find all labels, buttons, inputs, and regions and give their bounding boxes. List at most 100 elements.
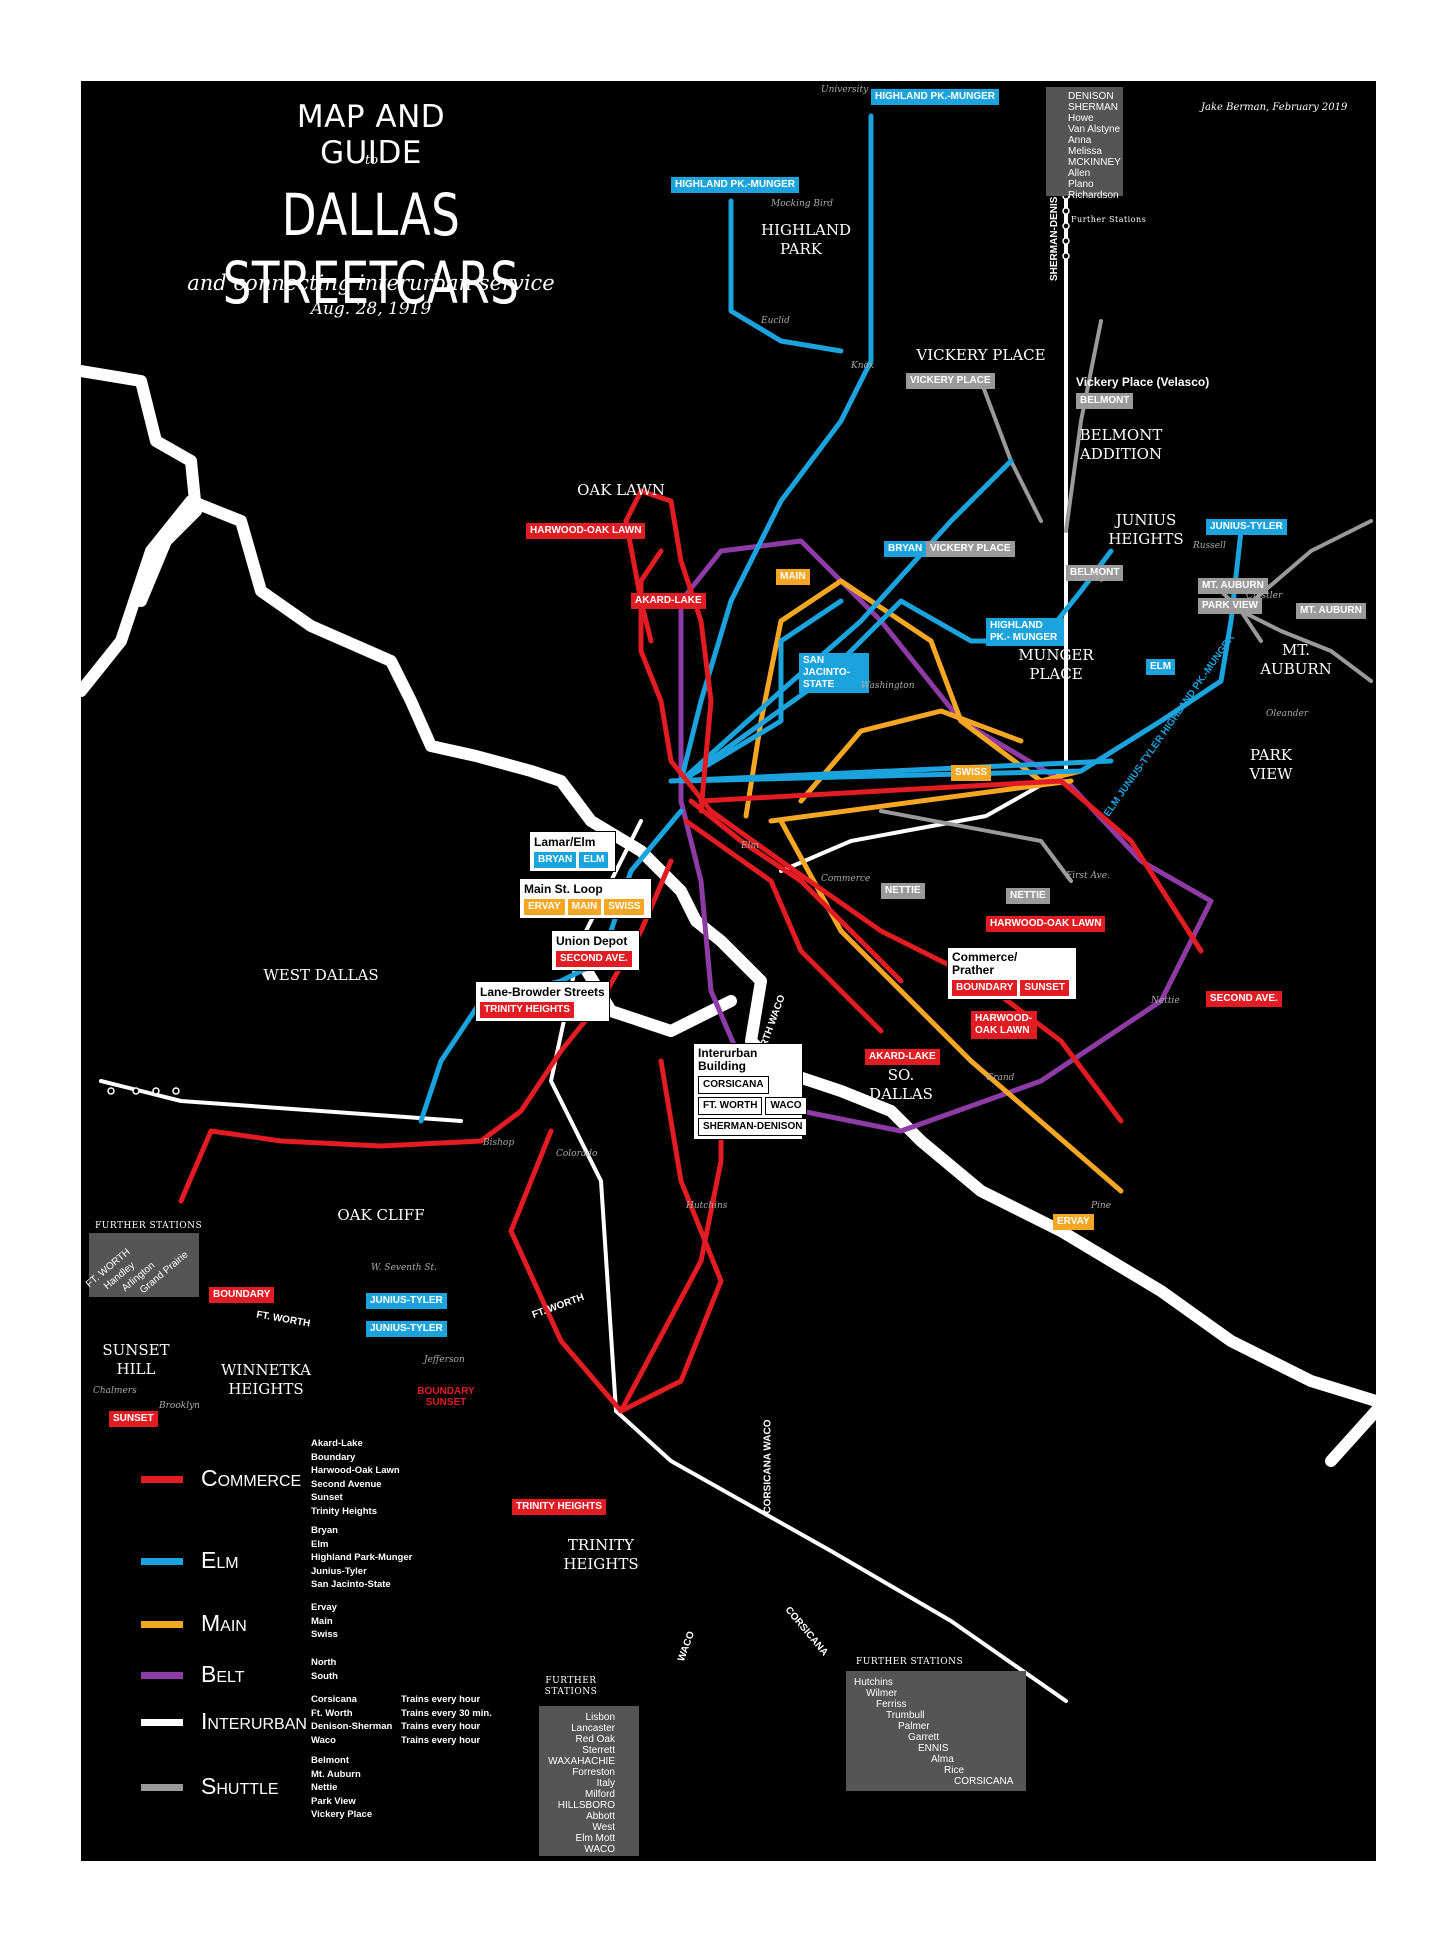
station-waco: WACO: [584, 1844, 615, 1855]
callout-lamar-elm-tag-elm: ELM: [579, 852, 609, 868]
station-wilmer: Wilmer: [866, 1688, 898, 1699]
callout-lamar-elm-tag-bryan: BRYAN: [534, 852, 577, 868]
area-west-dallas: WEST DALLAS: [263, 966, 379, 984]
legend-line: Harwood-Oak Lawn: [311, 1465, 400, 1476]
tag-boundary: BOUNDARY: [209, 1287, 275, 1303]
station-elm-mott: Elm Mott: [575, 1833, 615, 1844]
tag-vickery-place-2: VICKERY PLACE: [926, 541, 1015, 557]
map-date: Aug. 28, 1919: [310, 299, 432, 319]
tag-ervay: ERVAY: [1053, 1214, 1094, 1230]
legend-shuttle-swatch: [141, 1784, 183, 1791]
tag-mt-auburn: MT. AUBURN: [1198, 578, 1268, 594]
station-van-alstyne: Van Alstyne: [1068, 124, 1121, 135]
station-anna: Anna: [1068, 135, 1092, 146]
area-so-dallas: SO. DALLAS: [869, 1066, 933, 1103]
callout-union-depot-tag-second-ave: SECOND AVE.: [556, 951, 632, 967]
station-denison: DENISON: [1068, 91, 1114, 102]
map-title: DALLAS STREETCARS: [222, 181, 520, 317]
area-vickery-place: VICKERY PLACE: [916, 346, 1046, 364]
callout-interurban-building-tag-sherman-denison: SHERMAN-DENISON: [698, 1118, 808, 1136]
legend-shuttle-name: Shuttle: [201, 1773, 279, 1799]
tag-nettie: NETTIE: [881, 883, 925, 899]
callout-main-st-loop-tag-swiss: SWISS: [604, 899, 645, 915]
station-hillsboro: HILLSBORO: [557, 1800, 615, 1811]
street-mocking-bird: Mocking Bird: [771, 199, 833, 209]
street-russell: Russell: [1193, 541, 1226, 551]
tag-swiss: SWISS: [951, 765, 992, 781]
station-red-oak: Red Oak: [575, 1734, 615, 1745]
legend-line: Main: [311, 1615, 333, 1627]
callout-main-st-loop-title: Main St. Loop: [524, 882, 603, 896]
legend-commerce-lines: Akard-Lake Boundary Harwood-Oak Lawn Sec…: [311, 1437, 400, 1518]
north-further-label: Further Stations: [1071, 215, 1147, 224]
tag-highland-pk-munger-north: HIGHLAND PK.-MUNGER: [871, 89, 999, 105]
callout-lamar-elm-title: Lamar/Elm: [534, 835, 596, 849]
station-corsicana: CORSICANA: [954, 1776, 1014, 1787]
west-further-label: FURTHER STATIONS: [95, 1221, 203, 1231]
tag-belmont-2: BELMONT: [1066, 565, 1124, 581]
legend-line: Ft. Worth: [311, 1707, 353, 1719]
legend-freq: Trains every 30 min.: [401, 1707, 492, 1719]
tag-vickery-place: VICKERY PLACE: [906, 373, 995, 389]
area-munger-place: MUNGER PLACE: [1018, 646, 1094, 683]
callout-lane-browder-title: Lane-Browder Streets: [480, 985, 605, 999]
street-jefferson: Jefferson: [424, 1355, 465, 1365]
legend-interurban-lines: Corsicana Ft. Worth Denison-Sherman Waco: [311, 1693, 392, 1747]
legend-freq: Trains every hour: [401, 1694, 481, 1705]
north-stations-list: DENISON SHERMAN Howe Van Alstyne Anna Me…: [1046, 91, 1123, 201]
legend-line: Corsicana: [311, 1694, 357, 1705]
street-first-ave: First Ave.: [1066, 871, 1110, 881]
station-lisbon: Lisbon: [585, 1712, 615, 1723]
tag-junius-tyler-3: JUNIUS-TYLER: [366, 1321, 447, 1337]
legend-line: Park View: [311, 1795, 356, 1807]
street-chalmers: Chalmers: [93, 1386, 137, 1396]
area-oak-lawn: OAK LAWN: [577, 481, 665, 499]
station-allen: Allen: [1068, 168, 1091, 179]
station-hutchins: Hutchins: [854, 1677, 893, 1688]
legend-line: Swiss: [311, 1629, 338, 1640]
area-mt-auburn: MT. AUBURN: [1260, 641, 1332, 678]
legend-interurban-name: Interurban: [201, 1708, 307, 1734]
station-plano: Plano: [1068, 179, 1094, 190]
legend-line: San Jacinto-State: [311, 1579, 391, 1590]
tag-elm: ELM: [1146, 659, 1176, 675]
tag-junius-tyler-2: JUNIUS-TYLER: [366, 1293, 447, 1309]
legend-line: Elm: [311, 1538, 329, 1550]
street-grand: Grand: [986, 1073, 1015, 1083]
callout-main-st-loop-tag-ervay: ERVAY: [524, 899, 565, 915]
commerce-lines: [178, 488, 1204, 1414]
callout-commerce-prather-tag-boundary: BOUNDARY: [952, 980, 1018, 996]
legend-line: Boundary: [311, 1451, 356, 1463]
tag-akard-lake: AKARD-LAKE: [631, 593, 706, 609]
legend-line: Nettie: [311, 1782, 338, 1793]
legend-line: Akard-Lake: [311, 1438, 363, 1449]
tag-main: MAIN: [776, 569, 810, 585]
area-trinity-heights: TRINITY HEIGHTS: [563, 1536, 639, 1573]
area-oak-cliff: OAK CLIFF: [337, 1206, 425, 1224]
station-lancaster: Lancaster: [571, 1723, 615, 1734]
station-abbott: Abbott: [586, 1811, 615, 1822]
tag-junius-tyler: JUNIUS-TYLER: [1206, 519, 1287, 535]
station-sherman: SHERMAN: [1068, 102, 1119, 113]
station-rice: Rice: [944, 1765, 965, 1776]
legend-belt-lines: North South: [311, 1656, 338, 1683]
station-waxahachie: WAXAHACHIE: [548, 1756, 615, 1767]
street-brooklyn: Brooklyn: [159, 1401, 200, 1411]
station-ferriss: Ferriss: [876, 1699, 907, 1710]
callout-interurban-building-title: Interurban Building: [698, 1046, 758, 1073]
legend-line: Sunset: [311, 1492, 343, 1503]
legend-freq: Trains every hour: [401, 1721, 481, 1732]
route-boundary-sunset: BOUNDARY SUNSET: [417, 1386, 475, 1408]
legend-line: North: [311, 1657, 337, 1668]
legend-line: Ervay: [311, 1602, 337, 1613]
tag-bryan: BRYAN: [884, 541, 927, 557]
area-park-view: PARK VIEW: [1249, 746, 1293, 783]
area-junius-heights: JUNIUS HEIGHTS: [1108, 511, 1184, 548]
legend-main-swatch: [141, 1621, 183, 1628]
southeast-further-label: FURTHER STATIONS: [856, 1657, 964, 1667]
callout-interurban-building-tag-ft-worth: FT. WORTH: [698, 1097, 763, 1115]
street-washington: Washington: [861, 681, 915, 691]
tag-harwood-oak-lawn-split: HARWOOD- OAK LAWN: [971, 1011, 1037, 1039]
